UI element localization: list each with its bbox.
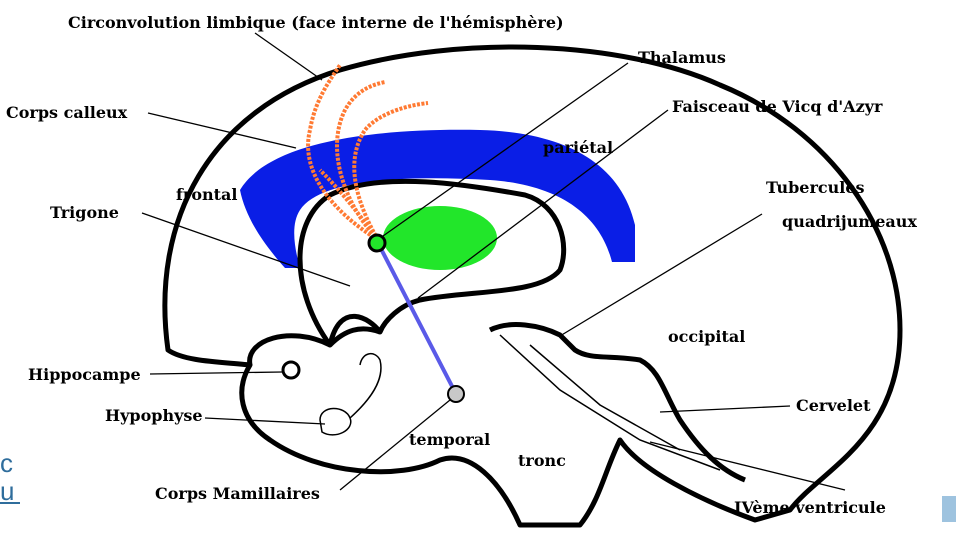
label-corps-calleux: Corps calleux <box>6 103 128 122</box>
label-faisceau: Faisceau de Vicq d'Azyr <box>672 97 883 116</box>
corner-logo-block <box>942 496 956 522</box>
label-parietal: pariétal <box>543 138 613 157</box>
label-tubercules-2: quadrijumeaux <box>782 212 917 231</box>
corner-logo-text-2: u <box>0 476 14 506</box>
label-occipital: occipital <box>668 327 745 346</box>
hippocampe-node <box>283 362 299 378</box>
corner-logo-text-1: c <box>0 448 13 478</box>
label-hippocampe: Hippocampe <box>28 365 141 384</box>
label-tubercules-1: Tubercules <box>766 178 865 197</box>
trigone-node <box>369 235 385 251</box>
label-cervelet: Cervelet <box>796 396 871 415</box>
label-temporal: temporal <box>409 430 490 449</box>
hypophyse-shape <box>320 354 381 435</box>
label-hypophyse: Hypophyse <box>105 406 203 425</box>
thalamus-shape <box>383 206 497 270</box>
label-circonvolution: Circonvolution limbique (face interne de… <box>68 13 564 32</box>
label-corps-mamillaires: Corps Mamillaires <box>155 484 320 503</box>
label-trigone: Trigone <box>50 203 119 222</box>
label-thalamus: Thalamus <box>638 48 726 67</box>
label-tronc: tronc <box>518 451 566 470</box>
label-frontal: frontal <box>176 185 237 204</box>
mamillaires-node <box>448 386 464 402</box>
label-ventricule: IVème ventricule <box>734 498 886 517</box>
temporal-loop <box>250 329 380 365</box>
